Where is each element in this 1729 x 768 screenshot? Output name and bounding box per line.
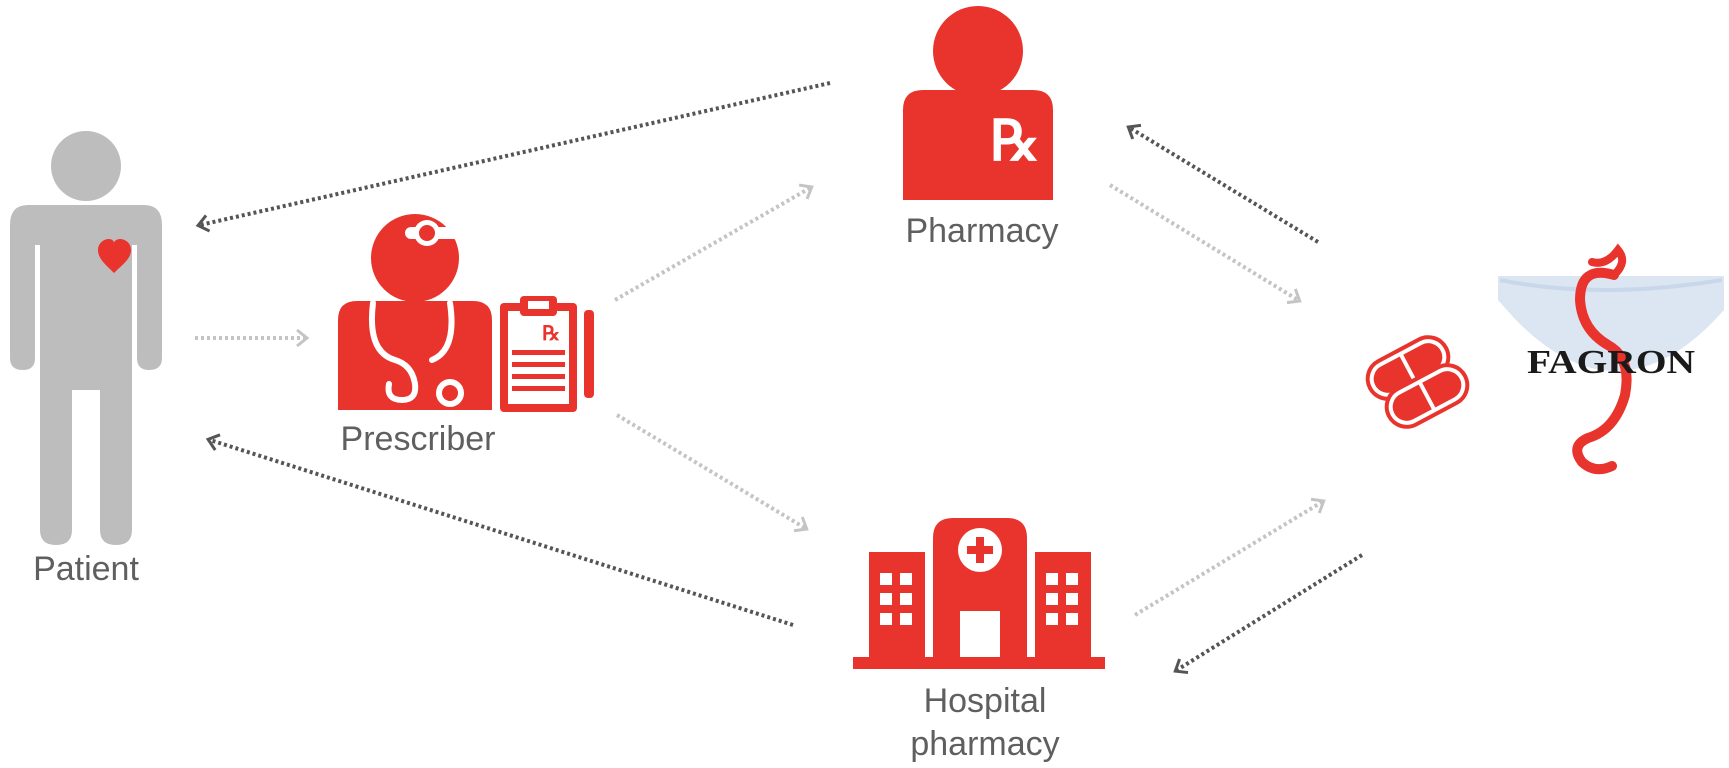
fagron-logo-text: FAGRON [1527, 344, 1696, 381]
hospital-pharmacy-label-line1: Hospital [924, 682, 1047, 720]
arrow-prescriber-to-hospital [615, 413, 809, 533]
pharmacy-label: Pharmacy [905, 212, 1058, 250]
arrows [195, 81, 1364, 675]
prescriber-label: Prescriber [341, 420, 496, 458]
patient-label: Patient [33, 550, 139, 588]
patient-node: Patient [10, 131, 162, 588]
pharmacy-node: ℞ Pharmacy [903, 6, 1059, 250]
arrow-capsules-to-pharmacy [1126, 123, 1320, 244]
hospital-pharmacy-node: Hospital pharmacy [853, 518, 1105, 763]
arrow-prescriber-to-pharmacy [614, 183, 814, 302]
arrow-capsules-to-hospital [1173, 553, 1364, 675]
rx-icon: ℞ [990, 109, 1040, 172]
stethoscope-icon [369, 300, 455, 404]
heart-icon [98, 239, 131, 273]
capsules-icon [1365, 335, 1470, 429]
rx-icon: ℞ [542, 323, 560, 345]
person-icon [10, 131, 162, 545]
doctor-icon [338, 214, 492, 410]
arrow-pharmacy-to-patient [195, 81, 831, 233]
fagron-logo: FAGRON [1498, 243, 1724, 475]
clipboard-icon: ℞ [500, 296, 594, 412]
arrow-pharmacy-to-capsules [1108, 183, 1302, 305]
hospital-pharmacy-label-line2: pharmacy [910, 725, 1059, 763]
prescriber-node: ℞ Prescriber [338, 214, 594, 458]
pharmacist-icon: ℞ [903, 6, 1053, 200]
arrow-hospital-to-capsules [1133, 497, 1326, 617]
hospital-icon [853, 518, 1105, 669]
